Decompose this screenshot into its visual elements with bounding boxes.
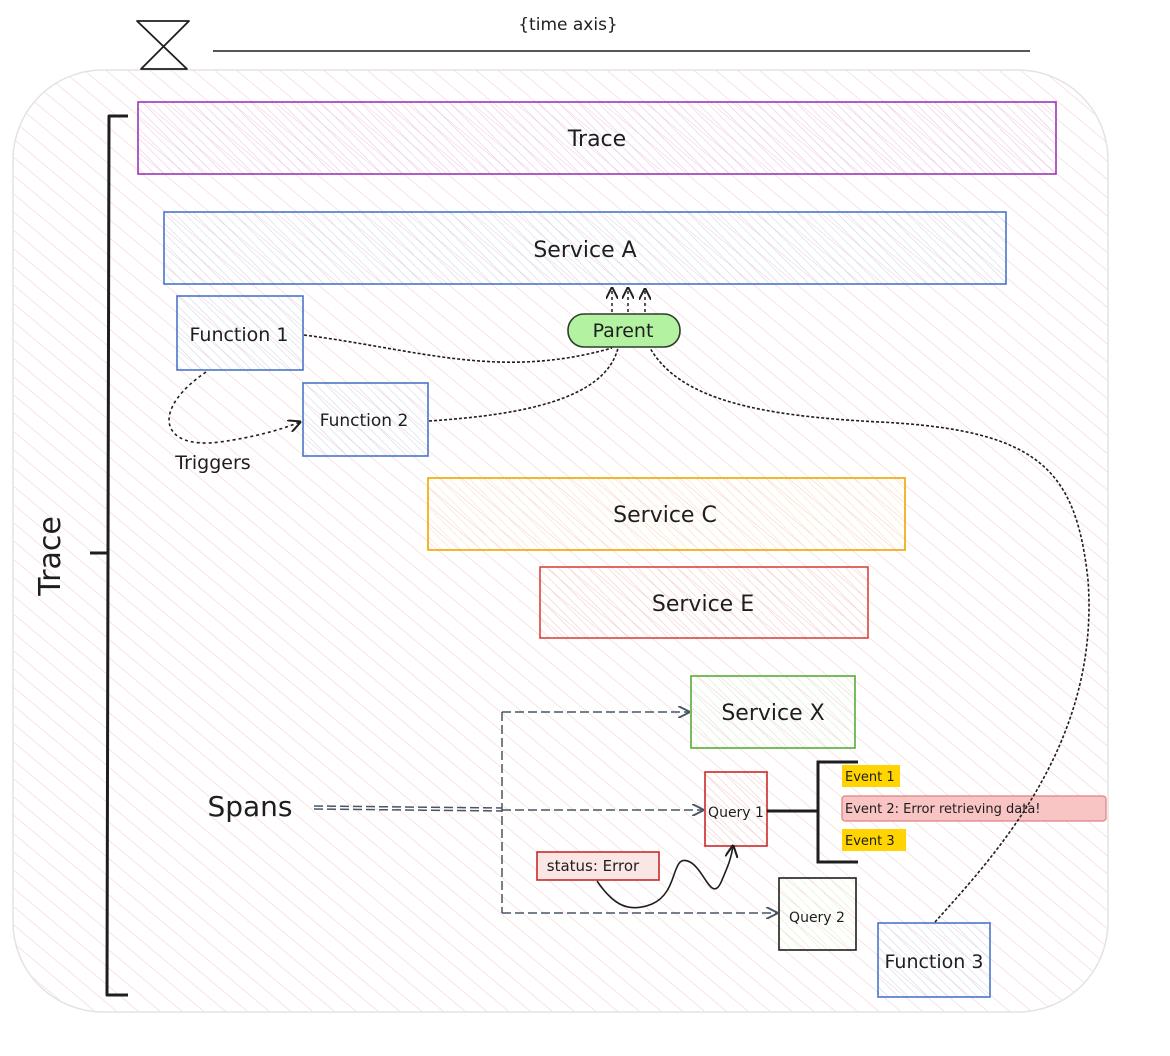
query-2-label: Query 2 <box>789 910 845 926</box>
function-2-label: Function 2 <box>320 411 409 431</box>
spans-connectors <box>313 712 777 913</box>
trace-span-label: Trace <box>567 127 626 152</box>
service-c-label: Service C <box>613 503 717 528</box>
query-1-label: Query 1 <box>708 805 764 821</box>
function-3-span-box[interactable]: Function 3 <box>877 922 991 998</box>
status-error-badge[interactable]: status: Error <box>536 851 660 881</box>
function-3-to-parent-connector <box>649 347 1090 923</box>
event-2-label: Event 2: Error retrieving data! <box>845 802 1041 817</box>
function-2-span-box[interactable]: Function 2 <box>302 382 429 457</box>
function-2-to-parent-connector <box>428 347 619 422</box>
status-error-label: status: Error <box>547 857 640 875</box>
service-x-label: Service X <box>721 701 824 726</box>
parent-node[interactable]: Parent <box>567 313 681 348</box>
time-axis-label: {time axis} <box>518 15 618 35</box>
event-1-badge[interactable]: Event 1 <box>842 765 900 787</box>
events-bracket <box>767 760 858 864</box>
event-2-badge[interactable]: Event 2: Error retrieving data! <box>841 795 1107 822</box>
trace-side-label: Trace <box>33 516 68 597</box>
service-c-span-box[interactable]: Service C <box>427 477 906 551</box>
function-1-span-box[interactable]: Function 1 <box>176 295 304 371</box>
triggers-arrow <box>168 371 300 444</box>
event-3-label: Event 3 <box>845 834 895 849</box>
event-1-label: Event 1 <box>845 770 895 785</box>
query-1-span-box[interactable]: Query 1 <box>704 771 768 847</box>
service-x-span-box[interactable]: Service X <box>690 675 856 749</box>
trace-bracket <box>90 114 128 997</box>
spans-label: Spans <box>207 790 292 823</box>
service-a-span-box[interactable]: Service A <box>163 211 1007 285</box>
service-e-span-box[interactable]: Service E <box>539 566 869 639</box>
service-a-label: Service A <box>533 238 636 263</box>
parent-label: Parent <box>593 320 654 342</box>
status-to-query-1-connector <box>596 846 733 909</box>
query-2-span-box[interactable]: Query 2 <box>778 877 857 951</box>
triggers-label: Triggers <box>174 452 250 474</box>
function-1-to-parent-connector <box>303 334 613 363</box>
service-e-label: Service E <box>652 592 754 617</box>
trace-span-box[interactable]: Trace <box>137 101 1057 175</box>
hourglass-icon <box>136 20 190 70</box>
parent-up-arrows <box>612 288 645 312</box>
event-3-badge[interactable]: Event 3 <box>842 829 906 851</box>
function-3-label: Function 3 <box>885 951 984 973</box>
function-1-label: Function 1 <box>190 324 289 346</box>
